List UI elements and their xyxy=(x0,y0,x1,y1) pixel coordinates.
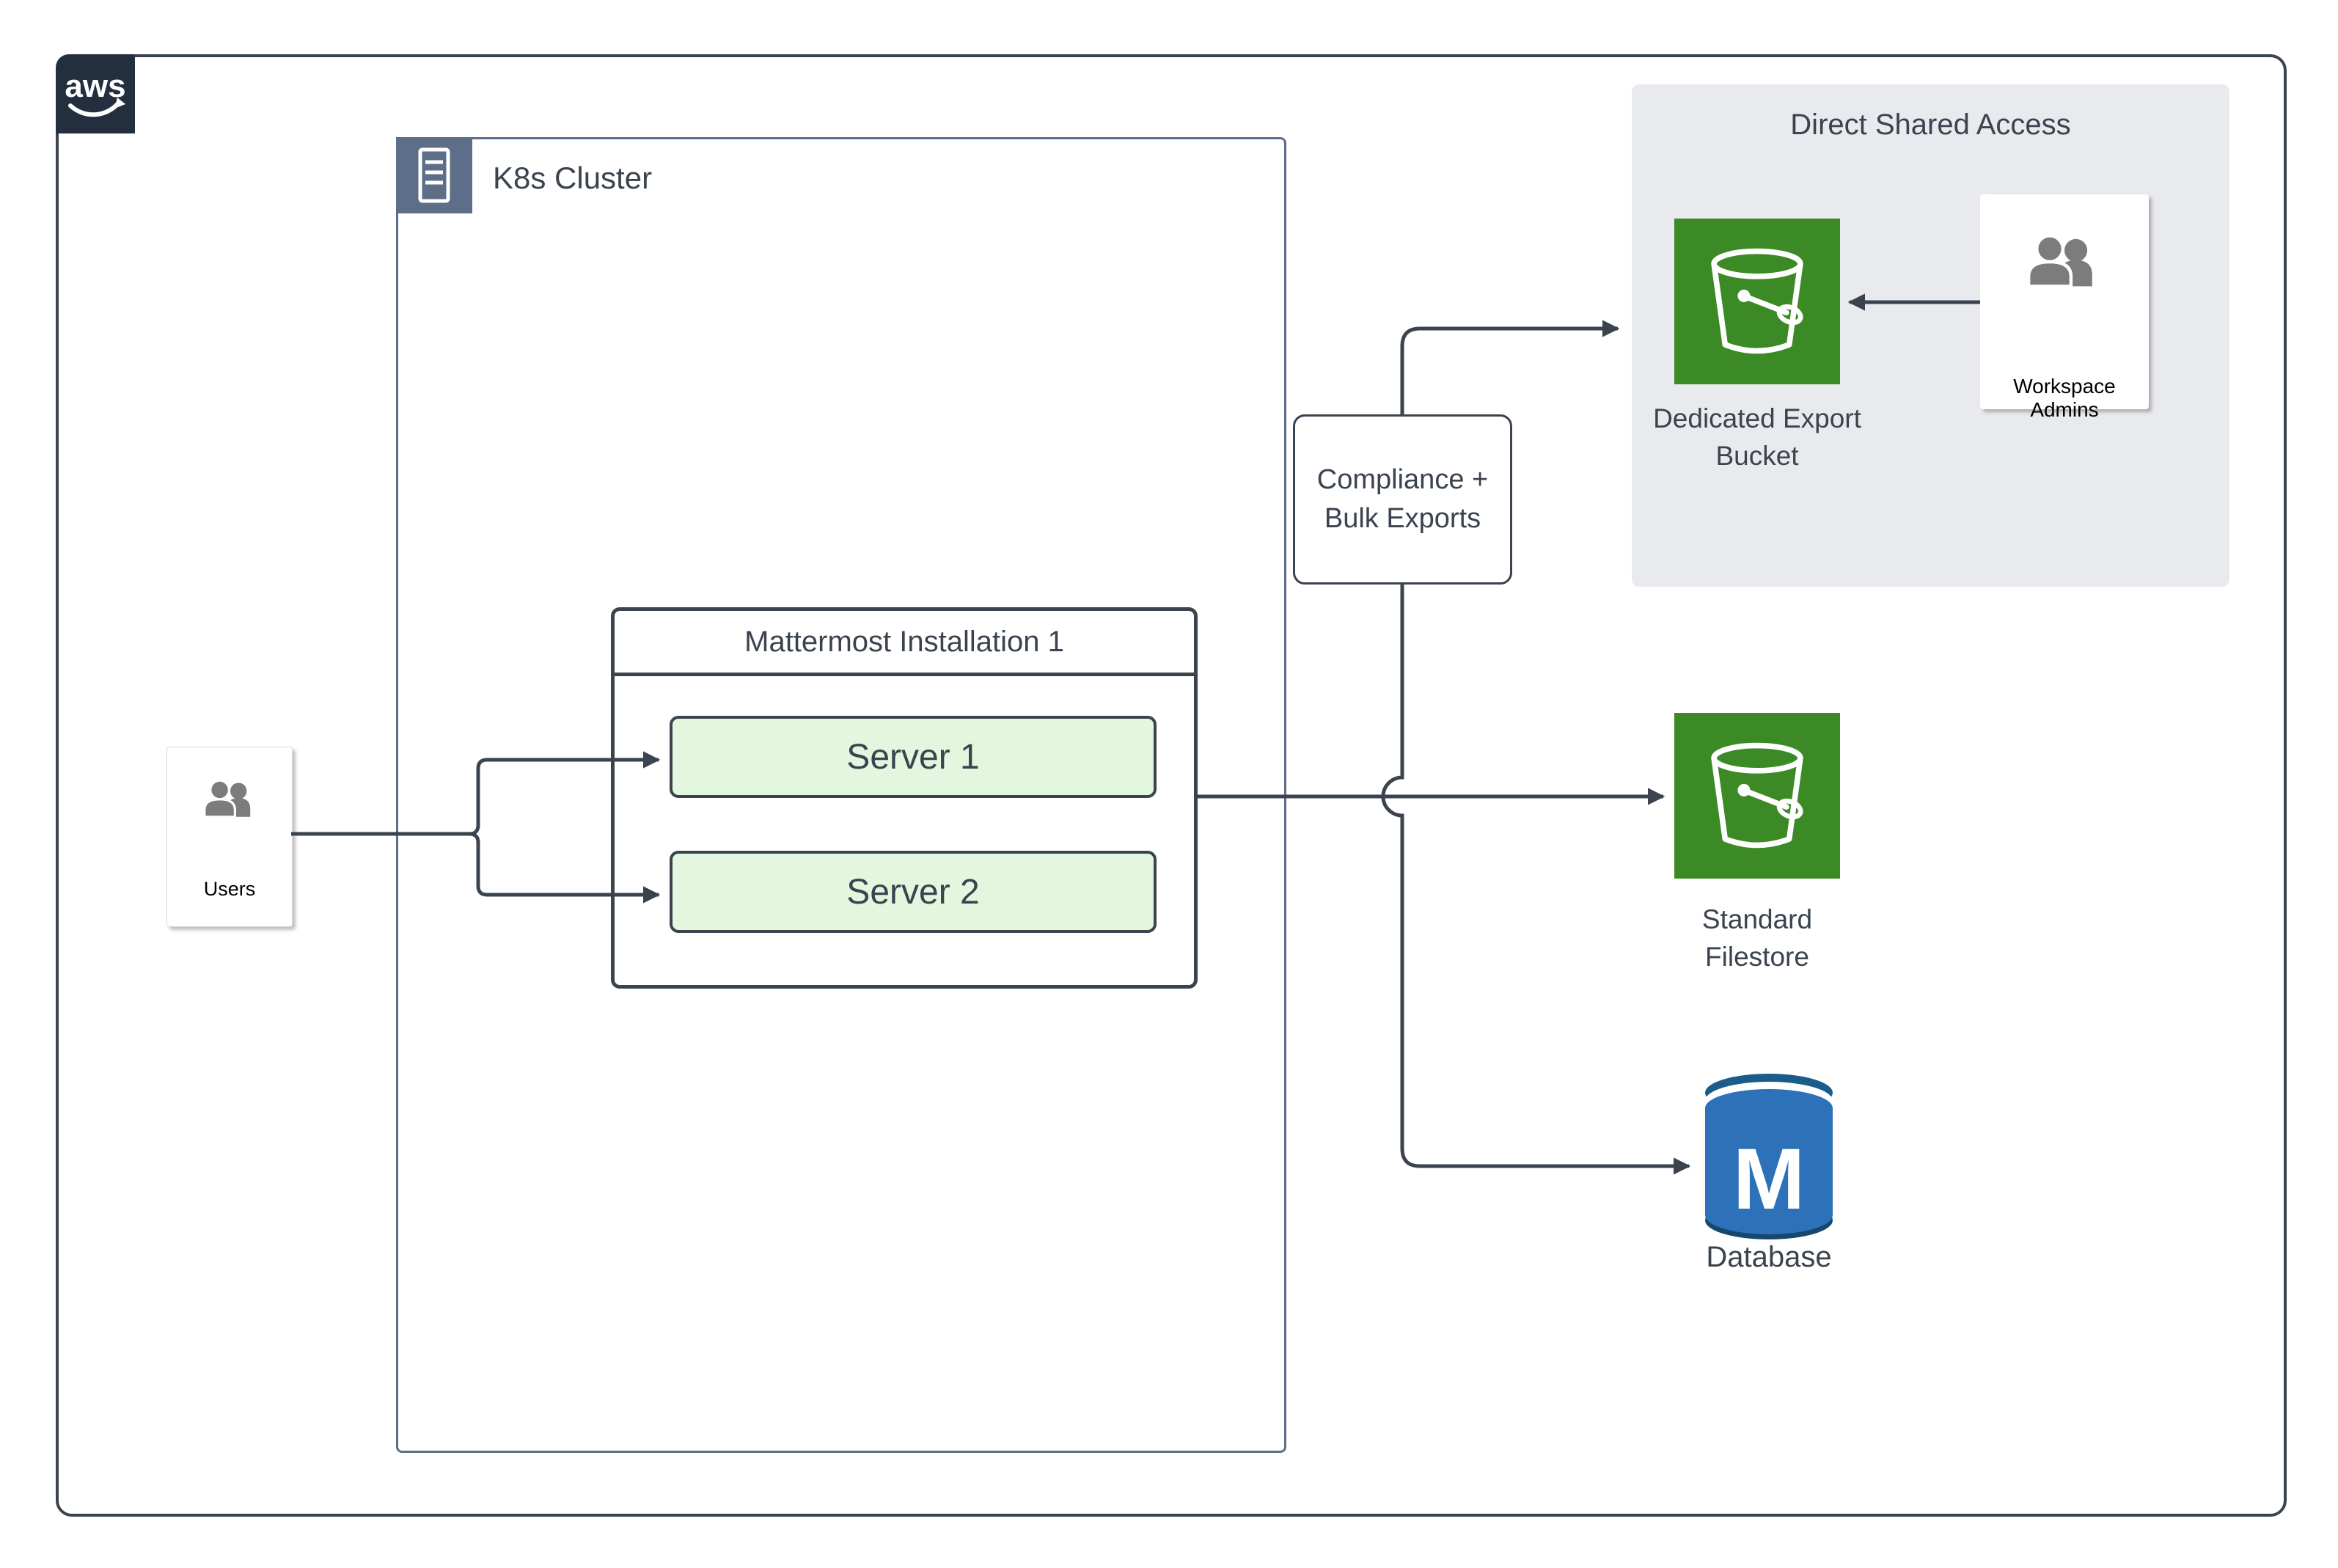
workspace-admins-label: Workspace Admins xyxy=(2013,375,2116,421)
workspace-admins-card: Workspace Admins xyxy=(1980,194,2149,421)
server-2-node: Server 2 xyxy=(670,851,1157,933)
s3-bucket-icon xyxy=(1711,248,1803,354)
users-icon xyxy=(203,779,251,818)
database-letter: M xyxy=(1733,1131,1805,1228)
mattermost-installation-container: Mattermost Installation 1 Server 1 Serve… xyxy=(611,607,1198,989)
dedicated-export-bucket-node xyxy=(1674,219,1840,384)
aws-smile-curve xyxy=(68,100,121,117)
aws-smile-arrow-tip xyxy=(114,98,125,109)
workspace-admins-icon xyxy=(2026,234,2092,288)
users-card: Users xyxy=(166,747,293,927)
aws-logo-badge: aws xyxy=(56,54,135,133)
aws-logo-text: aws xyxy=(65,68,125,104)
server-rack-icon xyxy=(418,147,450,203)
compliance-bulk-exports-node: Compliance + Bulk Exports xyxy=(1293,414,1512,585)
standard-filestore-label: Standard Filestore xyxy=(1701,904,1813,972)
aws-logo-icon: aws xyxy=(65,68,126,117)
s3-bucket-icon xyxy=(1711,742,1803,849)
mattermost-installation-title: Mattermost Installation 1 xyxy=(615,611,1194,676)
standard-filestore-node xyxy=(1674,713,1840,879)
server-1-node: Server 1 xyxy=(670,716,1157,798)
direct-shared-access-title: Direct Shared Access xyxy=(1790,109,2071,141)
database-label: Database xyxy=(1706,1241,1832,1273)
database-cylinder-icon: M xyxy=(1705,1074,1833,1239)
aws-cloud-boundary xyxy=(56,54,2287,1517)
dedicated-export-bucket-label: Dedicated Export Bucket xyxy=(1653,403,1861,472)
users-label: Users xyxy=(203,878,256,900)
k8s-cluster-badge xyxy=(396,137,472,213)
k8s-cluster-label: K8s Cluster xyxy=(493,161,653,195)
